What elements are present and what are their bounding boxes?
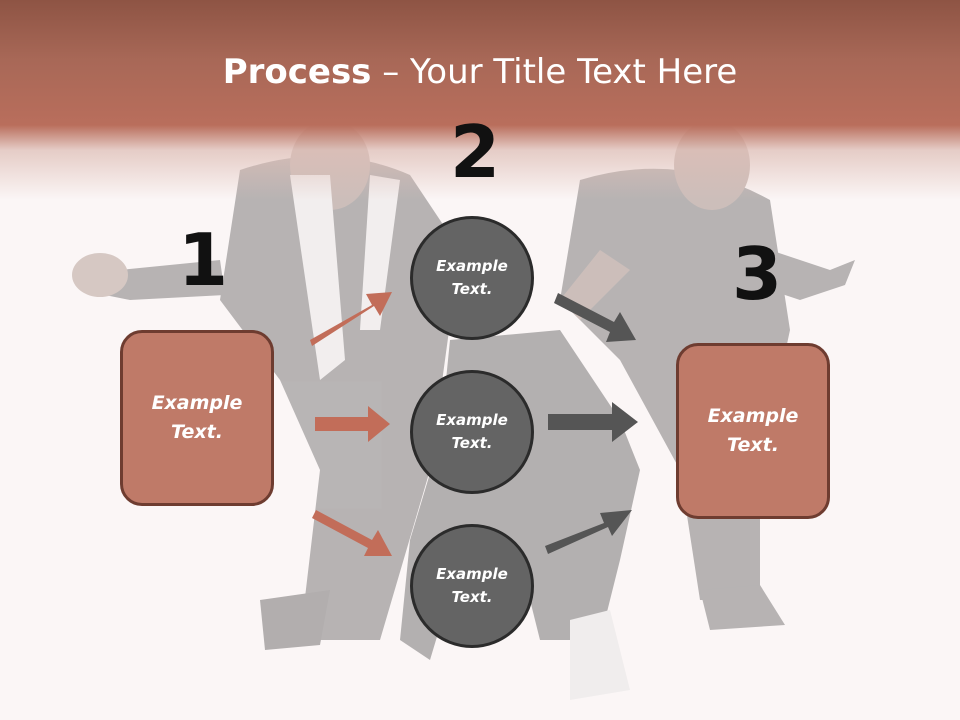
step-number-3: 3 <box>732 232 783 316</box>
title-bold: Process <box>222 52 372 92</box>
circle-bottom-line1: Example <box>436 565 508 583</box>
circle-middle-line2: Text. <box>451 434 493 452</box>
arrow-gray-up <box>545 510 632 554</box>
arrow-gray-down <box>554 293 636 342</box>
circle-bottom-line2: Text. <box>451 588 493 606</box>
header-band <box>0 0 960 200</box>
arrow-orange-down <box>312 510 392 556</box>
step-1-box-line2: Text. <box>171 421 223 443</box>
step-2-circle-middle: Example Text. <box>410 370 534 494</box>
step-number-2: 2 <box>450 110 501 194</box>
step-2-circle-bottom: Example Text. <box>410 524 534 648</box>
arrow-orange-up <box>310 292 392 346</box>
step-2-circle-top: Example Text. <box>410 216 534 340</box>
step-number-1: 1 <box>178 218 229 302</box>
arrow-orange-right <box>315 406 390 442</box>
title-rest: – Your Title Text Here <box>371 52 738 92</box>
circle-top-line1: Example <box>436 257 508 275</box>
arrow-gray-right <box>548 402 638 442</box>
circle-middle-line1: Example <box>436 411 508 429</box>
step-3-box-line2: Text. <box>727 434 779 456</box>
slide-title: Process – Your Title Text Here <box>0 52 960 92</box>
step-1-box: Example Text. <box>120 330 274 506</box>
step-3-box-line1: Example <box>707 405 799 427</box>
circle-top-line2: Text. <box>451 280 493 298</box>
step-3-box: Example Text. <box>676 343 830 519</box>
step-1-box-line1: Example <box>151 392 243 414</box>
